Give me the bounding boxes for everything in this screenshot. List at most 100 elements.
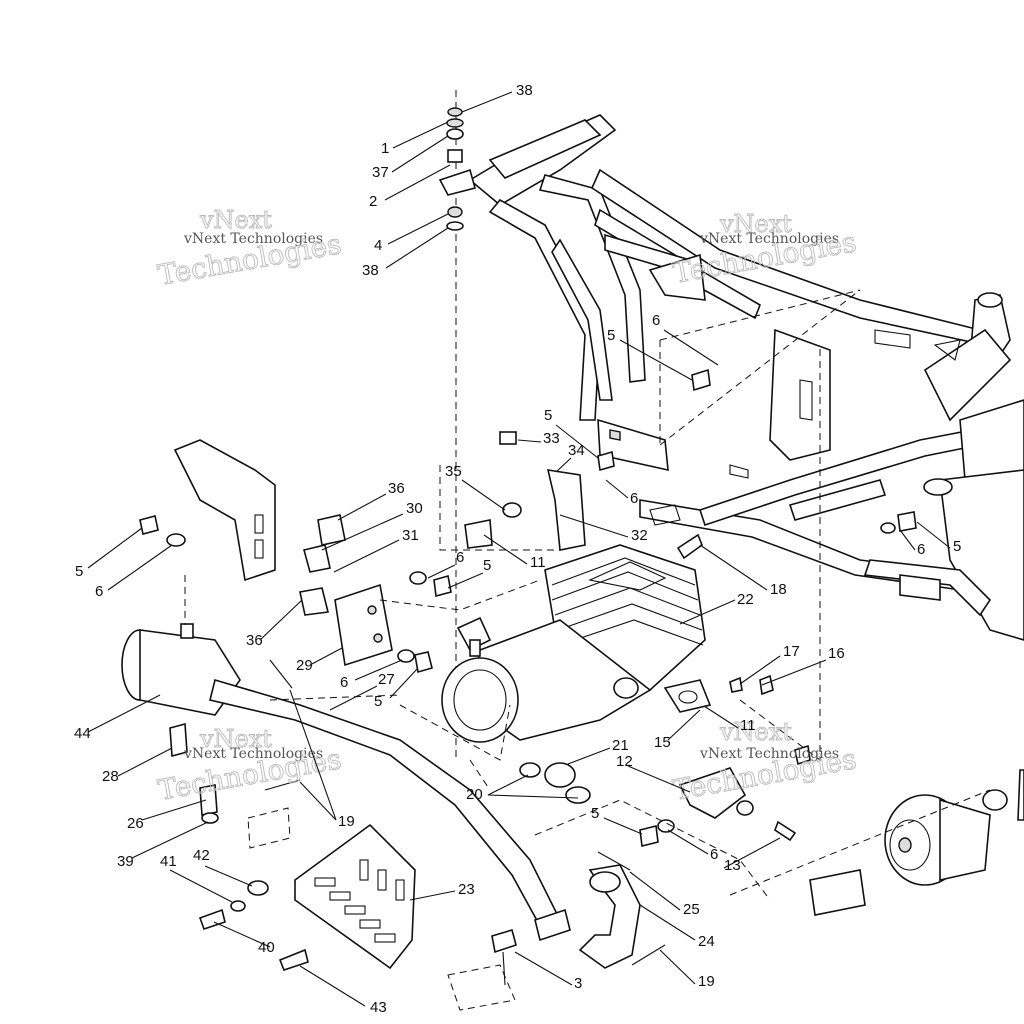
callout-21: 21 [612, 737, 629, 754]
leader-line-c15 [667, 709, 701, 741]
leader-line-c35 [461, 479, 506, 511]
callout-5: 5 [483, 557, 491, 574]
leader-line-c33 [517, 439, 542, 443]
callout-6: 6 [710, 846, 718, 863]
callout-18: 18 [770, 581, 787, 598]
callout-31: 31 [402, 527, 419, 544]
callout-32: 32 [631, 527, 648, 544]
callout-30: 30 [406, 500, 423, 517]
leader-line-c4 [387, 213, 449, 245]
callout-34: 34 [568, 442, 585, 459]
leader-line-c38a [461, 91, 513, 113]
leader-line-c32 [559, 514, 629, 538]
leader-line-c5d [87, 527, 143, 569]
leader-line-c6g [667, 829, 709, 855]
callout-20: 20 [466, 786, 483, 803]
leader-line-c5a [619, 339, 693, 381]
assembly-dashed-lines [184, 289, 991, 901]
leader-line-c16 [761, 659, 827, 686]
leader-line-c22 [679, 599, 736, 625]
callout-38: 38 [362, 262, 379, 279]
callout-13: 13 [724, 857, 741, 874]
callout-40: 40 [258, 939, 275, 956]
leader-line-c11a [483, 534, 528, 565]
callout-19: 19 [338, 813, 355, 830]
callout-5: 5 [544, 407, 552, 424]
callout-24: 24 [698, 933, 715, 950]
leader-line-c40 [213, 921, 271, 948]
watermark-bottom-right: vNext vNext Technologies Technologies [670, 718, 859, 808]
svg-text:vNext: vNext [199, 206, 272, 234]
callout-6: 6 [917, 541, 925, 558]
leader-line-c43 [299, 965, 366, 1007]
leader-line-c37 [391, 135, 449, 173]
leader-line-c21 [567, 747, 611, 765]
leader-line-c5f [389, 667, 419, 699]
callout-3: 3 [574, 975, 582, 992]
left-mount-brackets [139, 368, 917, 1011]
leader-line-c31 [333, 539, 400, 573]
leader-line-c5b [555, 424, 599, 459]
callout-11: 11 [530, 554, 546, 571]
leader-line-extra-0 [487, 794, 579, 799]
callout-27: 27 [378, 671, 395, 688]
callout-43: 43 [370, 999, 387, 1016]
leader-line-c5g [603, 817, 643, 835]
callout-15: 15 [654, 734, 671, 751]
leader-line-c39 [131, 821, 209, 859]
callout-41: 41 [160, 853, 177, 870]
leader-line-c17 [739, 655, 781, 685]
callout-5: 5 [75, 563, 83, 580]
leader-line-c25 [629, 871, 681, 911]
leader-line-c41 [169, 869, 233, 903]
svg-text:vNext Technologies: vNext Technologies [699, 231, 839, 247]
leader-line-c36b [259, 599, 303, 641]
leader-line-c11b [703, 705, 739, 729]
leader-line-c18 [699, 544, 768, 591]
callout-29: 29 [296, 657, 313, 674]
leader-line-c5c [447, 572, 484, 589]
leader-line-c38b [385, 227, 449, 269]
callout-4: 4 [374, 237, 382, 254]
leader-line-c13 [723, 837, 781, 869]
callout-23: 23 [458, 881, 475, 898]
callout-28: 28 [102, 768, 119, 785]
leader-line-c42 [204, 865, 253, 887]
leader-line-c6d [107, 544, 173, 591]
svg-text:vNext Technologies: vNext Technologies [699, 746, 839, 762]
svg-text:vNext Technologies: vNext Technologies [183, 746, 323, 762]
leader-line-c1 [392, 121, 449, 149]
top-mount-stack [438, 90, 476, 760]
svg-text:vNext: vNext [719, 210, 792, 238]
callout-37: 37 [372, 164, 389, 181]
callout-16: 16 [828, 645, 845, 662]
svg-text:vNext: vNext [199, 725, 272, 753]
leader-line-c20 [487, 774, 529, 796]
callout-36: 36 [388, 480, 405, 497]
callout-6: 6 [340, 674, 348, 691]
callout-39: 39 [117, 853, 134, 870]
leader-line-c26 [141, 799, 207, 821]
watermark-top-left: vNext vNext Technologies Technologies [155, 206, 344, 293]
leader-line-c24 [639, 904, 696, 941]
leader-line-c5e [916, 521, 951, 549]
leader-line-c6a [663, 329, 719, 366]
leader-line-c6b [605, 479, 629, 499]
leader-line-c28 [117, 747, 173, 777]
svg-text:vNext: vNext [719, 718, 792, 746]
callout-44: 44 [74, 725, 91, 742]
leader-line-c12 [627, 765, 691, 793]
leader-line-c36a [337, 493, 387, 521]
leader-line-c29 [309, 647, 343, 666]
callout-36: 36 [246, 632, 263, 649]
leader-line-c3 [514, 951, 573, 986]
callout-5: 5 [607, 327, 615, 344]
exhaust-system [121, 623, 747, 970]
leader-line-c23 [409, 890, 456, 901]
callout-5: 5 [374, 693, 382, 710]
callout-6: 6 [652, 312, 660, 329]
leader-line-c30 [321, 513, 404, 551]
callout-11: 11 [740, 717, 756, 734]
svg-text:vNext Technologies: vNext Technologies [183, 231, 323, 247]
